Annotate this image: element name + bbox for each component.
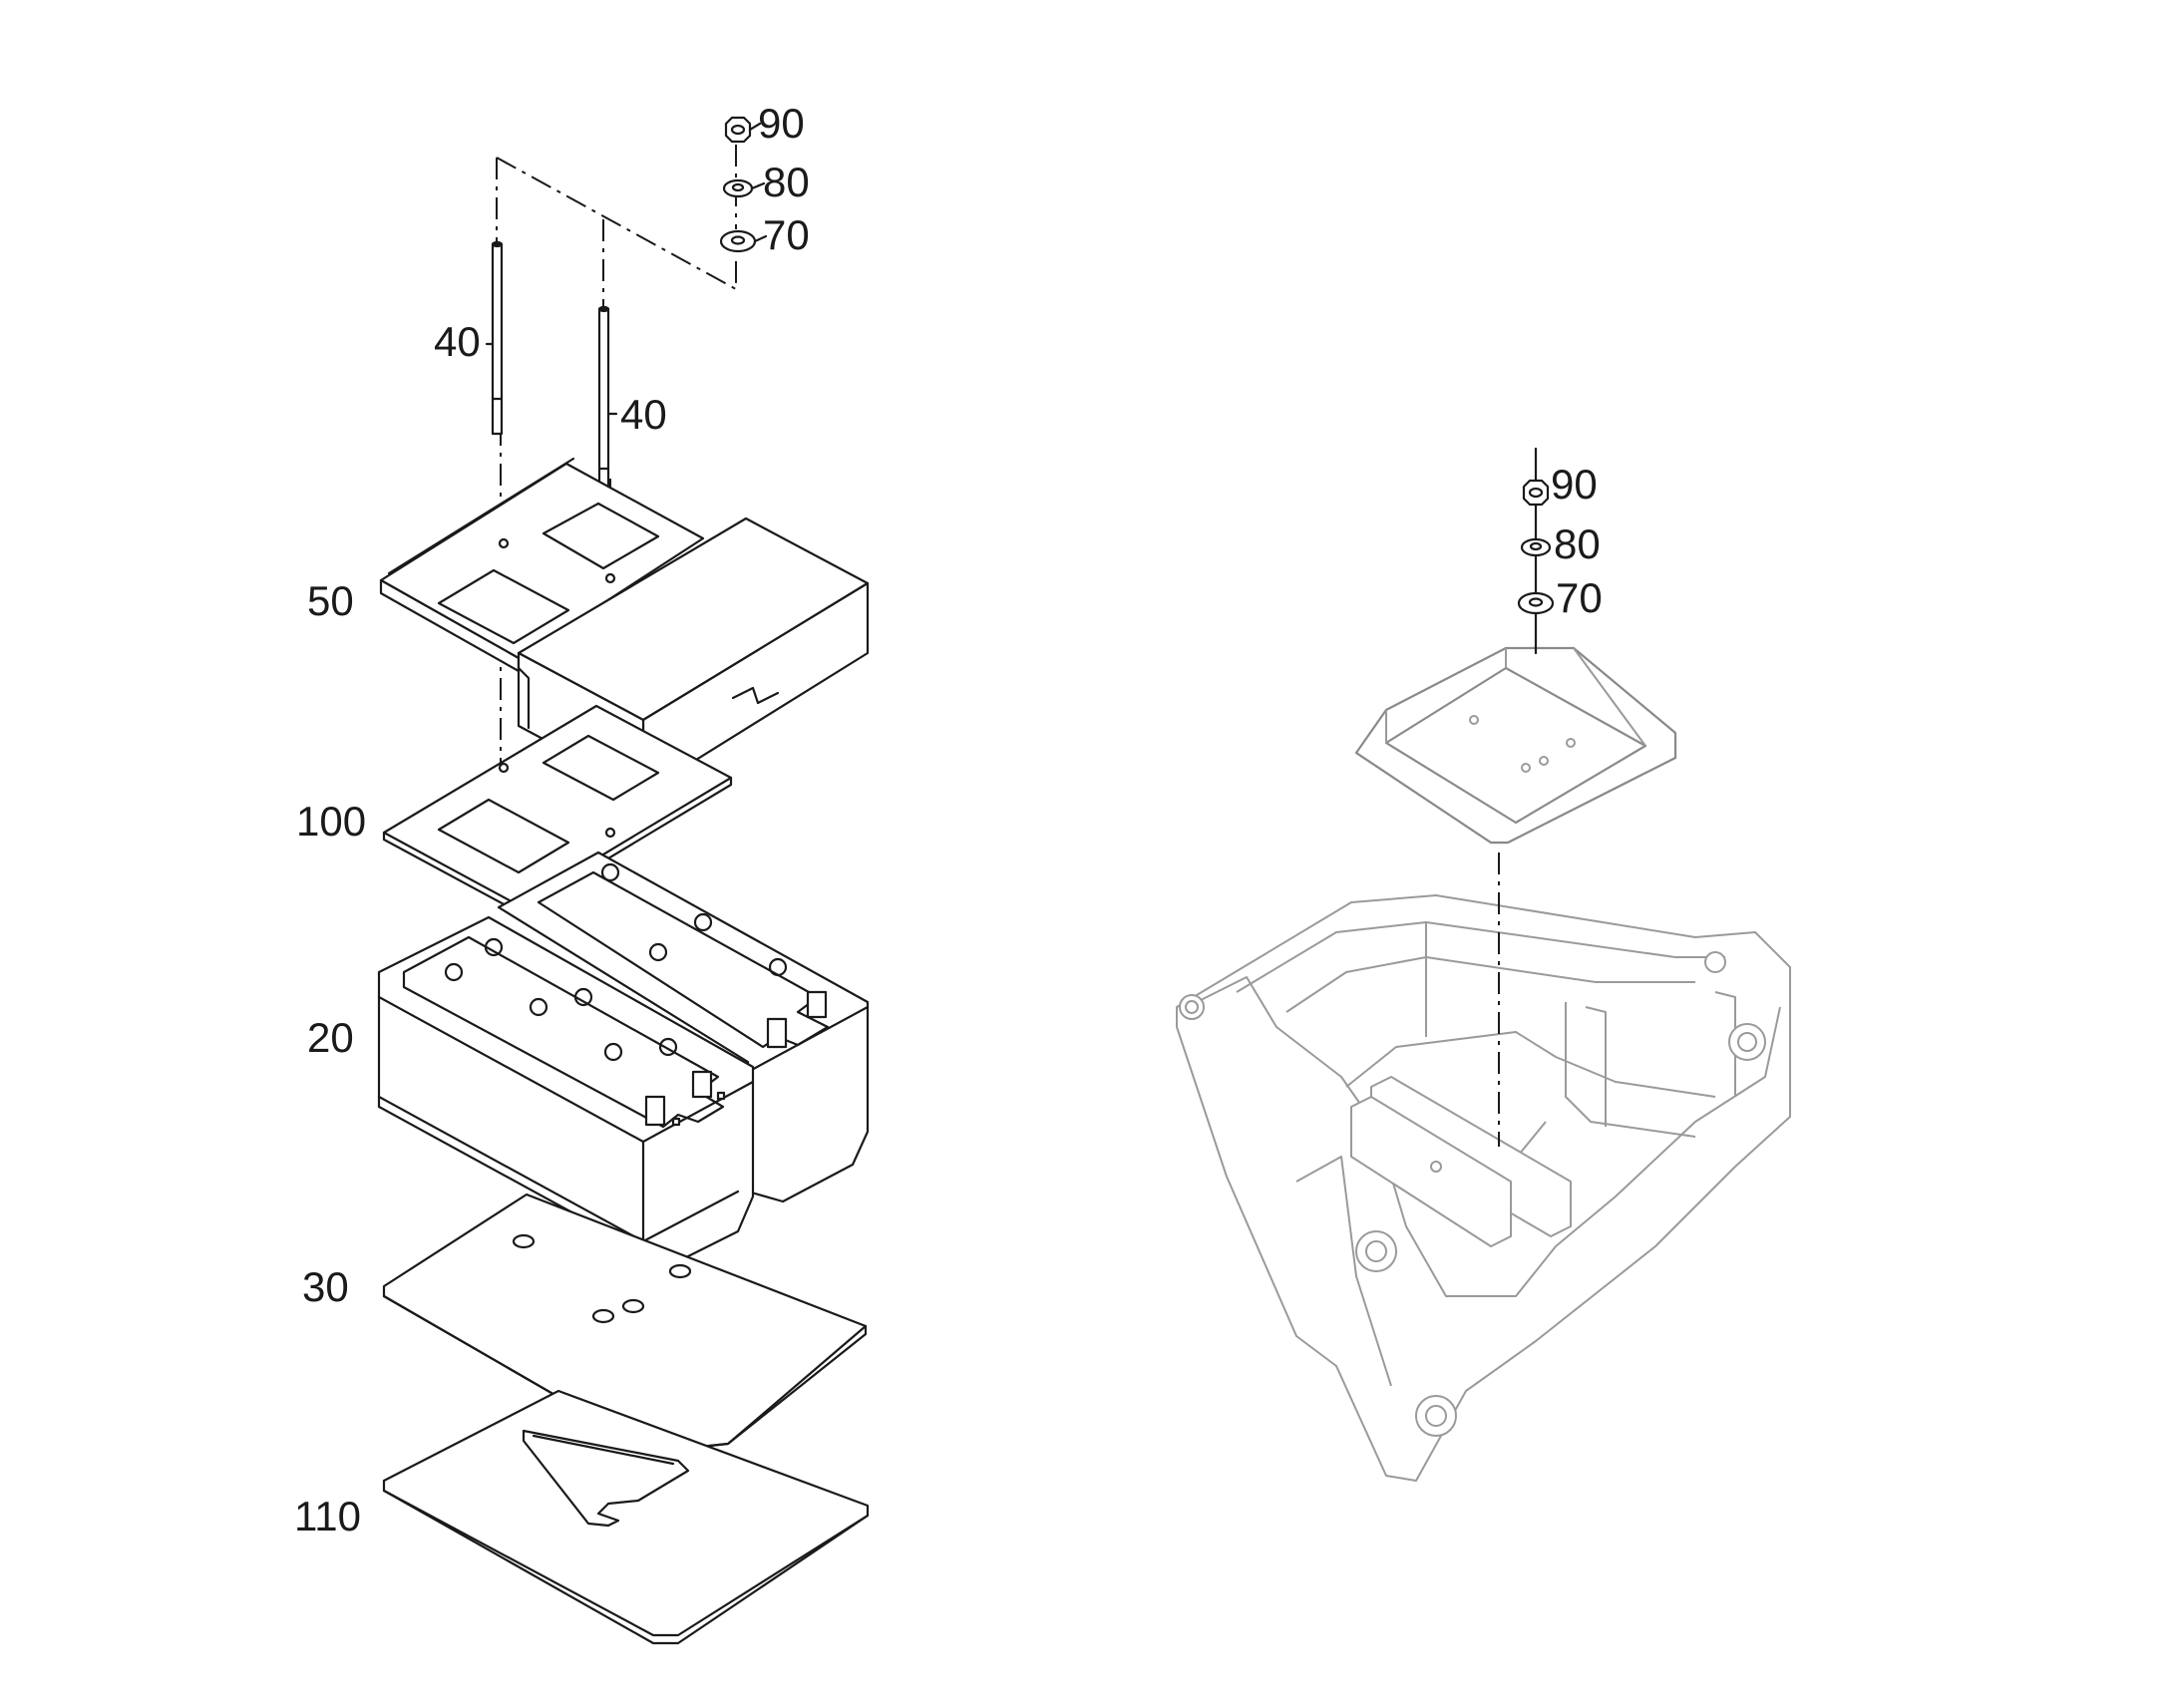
right-washer-part-70	[1517, 591, 1555, 615]
right-callout-washer: 70	[1556, 574, 1603, 621]
battery-back-part-20	[497, 851, 870, 1203]
callout-rod-left: 40	[434, 318, 481, 365]
callout-base-plate: 30	[302, 1263, 349, 1310]
hold-down-clamp	[1354, 646, 1677, 845]
washer-part-70	[719, 229, 757, 253]
right-mounting-view: 90 80 70	[1176, 447, 1791, 1482]
chassis-housing	[1176, 894, 1791, 1482]
right-nut-part-90	[1522, 479, 1550, 507]
battery-front-part-20	[377, 915, 755, 1263]
left-exploded-assembly: 90 80 70 40 40 50 100 20 30 110	[294, 100, 870, 1645]
right-lock-washer-part-80	[1520, 537, 1552, 557]
callout-washer: 70	[763, 211, 810, 258]
callout-nut: 90	[758, 100, 805, 147]
threaded-rod-left-part-40	[491, 240, 504, 436]
bottom-mat-part-110	[382, 1389, 870, 1645]
nut-part-90	[724, 116, 752, 144]
cover-plate-part-100	[382, 704, 733, 914]
base-plate-part-30	[382, 1193, 868, 1454]
callout-bottom-mat: 110	[294, 1493, 361, 1539]
callout-batteries: 20	[307, 1014, 354, 1061]
callout-cover-plate: 100	[296, 798, 366, 845]
callout-rod-right: 40	[620, 391, 667, 438]
right-callout-nut: 90	[1551, 461, 1598, 508]
callout-hold-down-frame: 50	[307, 577, 354, 624]
callout-lock-washer: 80	[763, 159, 810, 205]
threaded-rod-right-part-40	[597, 305, 610, 501]
lock-washer-part-80	[722, 178, 754, 198]
left-leader-lines	[485, 122, 768, 416]
right-callout-lock-washer: 80	[1554, 520, 1601, 567]
